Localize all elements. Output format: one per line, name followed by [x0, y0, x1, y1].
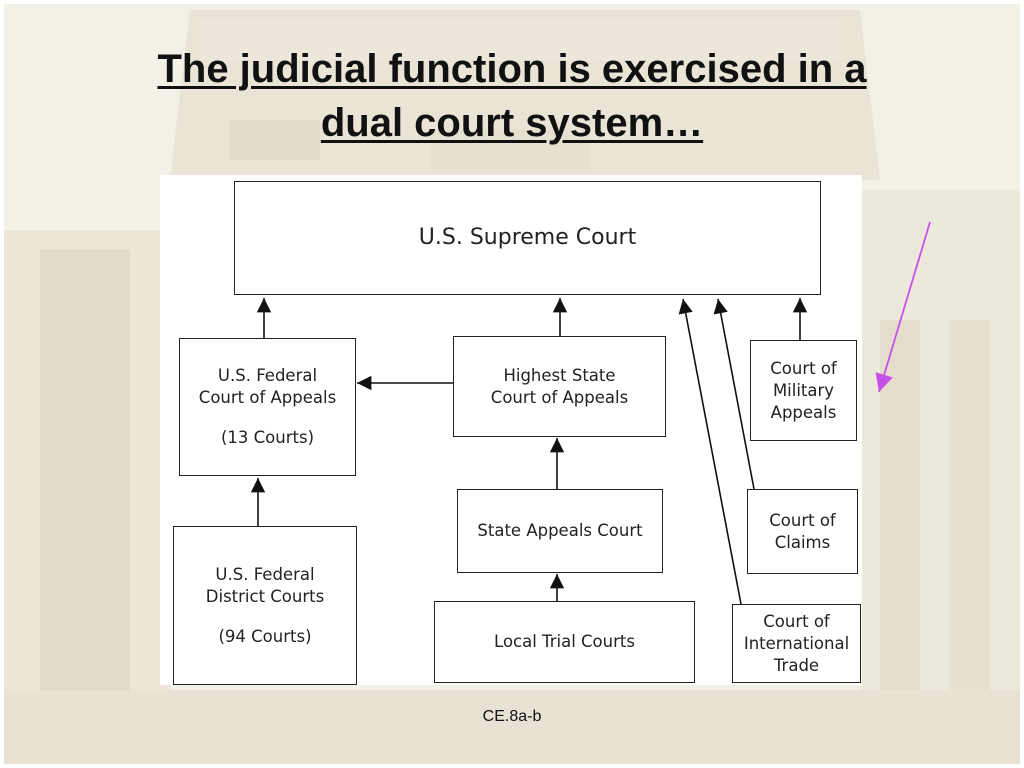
label-highest-state-line1: Highest State — [503, 365, 616, 385]
label-local-trial: Local Trial Courts — [494, 632, 635, 651]
label-trade-line1: Court of — [763, 611, 830, 631]
label-district-count: (94 Courts) — [218, 626, 312, 646]
label-military-line1: Court of — [770, 358, 837, 378]
box-court-of-military-appeals: Court of Military Appeals — [750, 340, 857, 441]
box-federal-court-of-appeals: U.S. Federal Court of Appeals (13 Courts… — [179, 338, 356, 476]
slide-footer: CE.8a-b — [482, 708, 542, 725]
label-trade-line2: International — [743, 633, 850, 653]
label-state-appeals: State Appeals Court — [477, 521, 643, 540]
box-state-appeals-court: State Appeals Court — [457, 489, 663, 573]
label-highest-state-line2: Court of Appeals — [490, 387, 629, 407]
edge-claims-to-supreme — [713, 298, 755, 490]
box-us-supreme-court: U.S. Supreme Court — [234, 181, 821, 295]
box-highest-state-court: Highest State Court of Appeals — [453, 336, 666, 437]
title-line-1: The judicial function is exercised in a — [157, 47, 867, 91]
label-federal-appeals-line1: U.S. Federal — [217, 366, 318, 385]
label-military-line3: Appeals — [770, 402, 837, 422]
label-military-line2: Military — [772, 380, 835, 400]
label-federal-appeals-line2: Court of Appeals — [198, 388, 337, 407]
label-trade-line3: Trade — [773, 655, 820, 675]
label-claims-line1: Court of — [769, 510, 836, 530]
label-district-line2: District Courts — [205, 586, 325, 606]
slide-title: The judicial function is exercised in a … — [60, 42, 964, 150]
box-court-of-claims: Court of Claims — [747, 489, 858, 574]
edge-international-trade-to-supreme — [678, 298, 742, 605]
label-federal-appeals-count: (13 Courts) — [220, 428, 315, 447]
title-line-2: dual court system… — [320, 101, 704, 145]
label-district-line1: U.S. Federal — [215, 564, 315, 584]
box-federal-district-courts: U.S. Federal District Courts (94 Courts) — [173, 526, 357, 685]
label-claims-line2: Claims — [774, 532, 831, 552]
label-supreme-court: U.S. Supreme Court — [418, 225, 637, 250]
box-court-of-international-trade: Court of International Trade — [732, 604, 861, 683]
box-local-trial-courts: Local Trial Courts — [434, 601, 695, 683]
annotation-arrow — [875, 221, 931, 393]
